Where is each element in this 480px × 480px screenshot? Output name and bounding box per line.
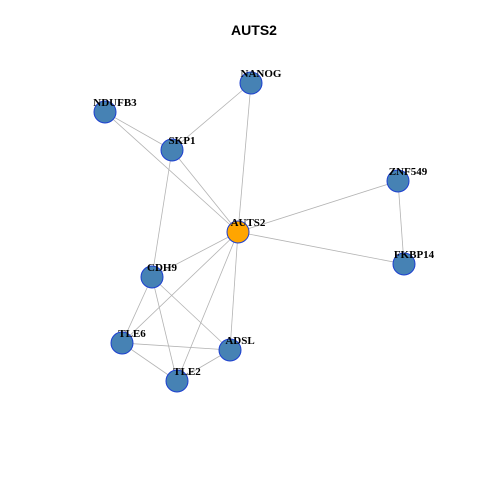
node-label-cdh9: CDH9 [147, 262, 177, 274]
node-tle6: TLE6 [110, 328, 146, 355]
edge-auts2-tle6 [121, 231, 239, 344]
node-tle2: TLE2 [165, 366, 201, 393]
node-label-tle6: TLE6 [118, 328, 146, 340]
node-circle-tle2 [165, 369, 189, 393]
node-label-fkbp14: FKBP14 [394, 249, 435, 261]
node-adsl: ADSL [218, 335, 255, 362]
node-ndufb3: NDUFB3 [93, 97, 137, 124]
node-cdh9: CDH9 [140, 262, 177, 289]
edge-znf549-auts2 [237, 180, 399, 233]
node-label-ndufb3: NDUFB3 [93, 97, 137, 109]
edge-ndufb3-skp1 [104, 111, 173, 151]
node-circle-tle6 [110, 331, 134, 355]
node-label-auts2: AUTS2 [231, 217, 266, 229]
node-fkbp14: FKBP14 [392, 249, 435, 276]
edge-auts2-cdh9 [151, 231, 239, 278]
edge-auts2-fkbp14 [237, 231, 405, 265]
edge-nanog-skp1 [171, 82, 252, 151]
edge-cdh9-tle2 [151, 276, 178, 382]
edge-skp1-cdh9 [151, 149, 173, 278]
edge-cdh9-tle6 [121, 276, 153, 344]
edge-auts2-tle2 [176, 231, 239, 382]
node-label-adsl: ADSL [225, 335, 254, 347]
edge-ndufb3-auts2 [104, 111, 239, 233]
node-circle-auts2 [226, 220, 250, 244]
node-circle-adsl [218, 338, 242, 362]
node-label-znf549: ZNF549 [389, 166, 428, 178]
node-circle-ndufb3 [93, 100, 117, 124]
edge-tle6-adsl [121, 342, 231, 351]
diagram-title: AUTS2 [231, 22, 277, 38]
node-circle-znf549 [386, 169, 410, 193]
node-auts2: AUTS2 [226, 217, 266, 244]
node-circle-fkbp14 [392, 252, 416, 276]
node-nanog: NANOG [239, 68, 282, 95]
node-layer: NANOG NDUFB3SKP1ZNF549AUTS2FKBP14CDH9TLE6… [93, 68, 435, 393]
node-circle-skp1 [160, 138, 184, 162]
node-circle-nanog [239, 71, 263, 95]
edge-layer [104, 82, 405, 382]
edge-cdh9-adsl [151, 276, 231, 351]
node-label-nanog: NANOG [241, 68, 282, 80]
edge-auts2-adsl [229, 231, 239, 351]
edge-skp1-auts2 [171, 149, 239, 233]
node-label-skp1: SKP1 [169, 135, 196, 147]
edge-nanog-auts2 [237, 82, 252, 233]
node-circle-cdh9 [140, 265, 164, 289]
node-znf549: ZNF549 [386, 166, 428, 193]
node-skp1: SKP1 [160, 135, 196, 162]
edge-znf549-fkbp14 [397, 180, 405, 265]
node-label-tle2: TLE2 [173, 366, 201, 378]
